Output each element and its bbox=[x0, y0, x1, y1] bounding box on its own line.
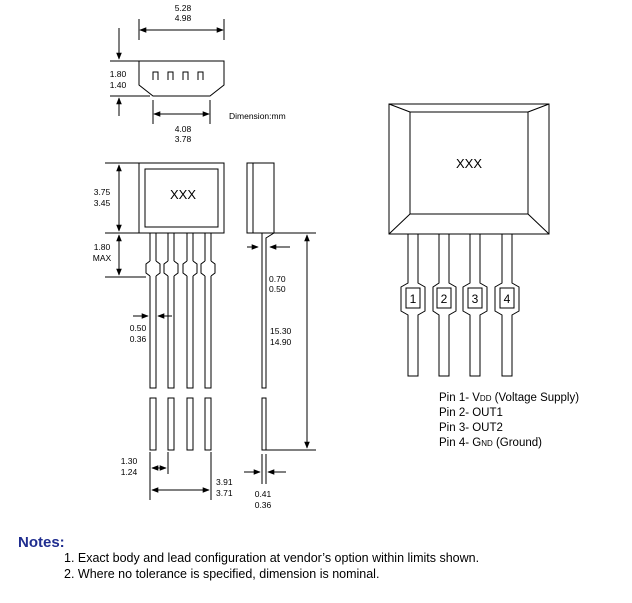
top-bottom-min: 3.78 bbox=[175, 134, 192, 144]
pin-number-3: 3 bbox=[472, 292, 479, 306]
span-max: 3.91 bbox=[216, 477, 233, 487]
pin-list-item: Pin 2- OUT1 bbox=[439, 407, 503, 419]
front-view bbox=[105, 162, 225, 500]
top-width-min: 4.98 bbox=[175, 13, 192, 23]
pitch-min: 1.24 bbox=[121, 467, 138, 477]
lead-offset-max: 0.70 bbox=[269, 274, 286, 284]
top-view bbox=[110, 19, 225, 124]
large-marking: XXX bbox=[456, 156, 482, 171]
pin-number-2: 2 bbox=[441, 292, 448, 306]
pin-list-item: Pin 4- GND (Ground) bbox=[439, 437, 542, 449]
lead-length-min: 14.90 bbox=[270, 337, 292, 347]
pin-number-4: 4 bbox=[504, 292, 511, 306]
lead-width-min: 0.36 bbox=[130, 334, 147, 344]
pin-list: Pin 1- VDD (Voltage Supply) Pin 2- OUT1 … bbox=[439, 391, 579, 451]
lead-length-max: 15.30 bbox=[270, 326, 292, 336]
front-marking: XXX bbox=[170, 187, 196, 202]
shoulder-max: 1.80 bbox=[94, 242, 111, 252]
lead-width-max: 0.50 bbox=[130, 323, 147, 333]
span-min: 3.71 bbox=[216, 488, 233, 498]
shoulder-label: MAX bbox=[93, 253, 112, 263]
top-height-max: 1.80 bbox=[110, 69, 127, 79]
note-item: 2. Where no tolerance is specified, dime… bbox=[64, 567, 380, 581]
body-height-min: 3.45 bbox=[94, 198, 111, 208]
lead-offset-min: 0.50 bbox=[269, 284, 286, 294]
large-view bbox=[388, 103, 550, 377]
notes-list: 1. Exact body and lead configuration at … bbox=[64, 550, 479, 582]
pin-number-1: 1 bbox=[410, 292, 417, 306]
pitch-max: 1.30 bbox=[121, 456, 138, 466]
top-bottom-max: 4.08 bbox=[175, 124, 192, 134]
top-width-max: 5.28 bbox=[175, 3, 192, 13]
notes-title: Notes: bbox=[18, 534, 65, 551]
top-height-min: 1.40 bbox=[110, 80, 127, 90]
thickness-max: 0.41 bbox=[255, 489, 272, 499]
pin-list-item: Pin 3- OUT2 bbox=[439, 422, 503, 434]
body-height-max: 3.75 bbox=[94, 187, 111, 197]
side-view bbox=[244, 162, 316, 484]
thickness-min: 0.36 bbox=[255, 500, 272, 510]
pin-list-item: Pin 1- VDD (Voltage Supply) bbox=[439, 392, 580, 404]
note-item: 1. Exact body and lead configuration at … bbox=[64, 551, 480, 565]
unit-label: Dimension:mm bbox=[229, 111, 286, 121]
